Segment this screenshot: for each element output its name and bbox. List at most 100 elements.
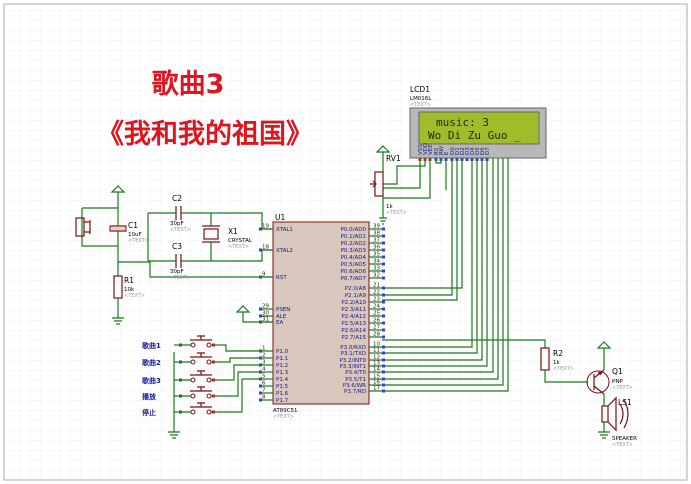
mcu-pin-number: 12 — [373, 355, 380, 361]
switch-wire — [180, 371, 262, 397]
mcu-pin-number: 29 — [262, 304, 269, 310]
r2-ref: R2 — [553, 349, 563, 358]
mcu-pin-name: P3.7/RD — [344, 389, 366, 395]
switch-wire — [180, 357, 262, 363]
mcu-pin-marker — [382, 241, 385, 245]
mcu-pin-marker — [259, 307, 262, 311]
reset-switch[interactable] — [75, 217, 91, 237]
mcu-pin-marker — [382, 276, 385, 280]
song-switch[interactable]: 歌曲3 — [142, 364, 262, 385]
mcu-pin-name: P3.3/INT1 — [339, 364, 366, 370]
song-switch[interactable]: 停止 — [142, 378, 262, 417]
mcu-pin-number: 37 — [373, 238, 380, 244]
mcu-pin-number: 3 — [262, 360, 266, 366]
mcu-pin-name: PSEN — [276, 307, 290, 313]
mcu-pin-name: P2.5/A13 — [341, 321, 366, 327]
mcu-pin-number: 2 — [262, 353, 266, 359]
ground-icon — [112, 317, 124, 325]
c1-ref: C1 — [128, 221, 138, 230]
song-switch[interactable]: 歌曲1 — [142, 335, 262, 352]
mcu-ref: U1 — [275, 213, 285, 222]
resistor-r1[interactable]: R1 10k <TEXT> — [113, 275, 145, 318]
mcu-pin-marker — [382, 300, 385, 304]
resistor-r2[interactable]: R2 1k <TEXT> — [540, 347, 588, 383]
mcu-pin-number: 38 — [373, 231, 380, 237]
lcd-pin-label: D2 — [460, 147, 466, 155]
c3-ref: C3 — [172, 242, 182, 251]
mcu-pin-number: 30 — [262, 311, 269, 317]
q1-value: PNP — [612, 379, 623, 385]
mcu-pin-marker — [382, 335, 385, 339]
mcu-pin-name: P3.5/T1 — [345, 377, 366, 383]
x1-text: <TEXT> — [228, 244, 249, 250]
switch-label: 歌曲3 — [142, 376, 161, 385]
lcd-pin-label: RS — [434, 147, 440, 155]
switch-pin-marker — [212, 343, 215, 347]
mcu-pin-name: P2.2/A10 — [341, 300, 366, 306]
lcd-pin-label: RW — [439, 145, 445, 155]
mcu-pin-name: P1.7 — [276, 398, 289, 404]
capacitor-c1[interactable]: C1 10uF <TEXT> — [109, 218, 149, 276]
mcu-pin-name: P1.0 — [276, 349, 289, 355]
mcu-pin-number: 31 — [262, 317, 269, 323]
mcu-pin-name: P2.3/A11 — [341, 307, 366, 313]
song-switch[interactable]: 播放 — [142, 371, 262, 401]
x1-ref: X1 — [228, 227, 238, 236]
lcd-ref: LCD1 — [410, 85, 430, 94]
mcu-pin-number: 26 — [373, 318, 380, 324]
r1-text: <TEXT> — [124, 293, 145, 299]
ls1-text: <TEXT> — [612, 442, 633, 448]
mcu-pin-number: 19 — [262, 224, 269, 230]
mcu-pin-number: 22 — [373, 290, 380, 296]
speaker-ls1[interactable]: LS1 SPEAKER <TEXT> — [601, 396, 637, 448]
switch-actuator — [190, 335, 212, 341]
mcu-pin-marker — [382, 377, 385, 381]
mcu-pin-name: P0.5/AD5 — [341, 262, 367, 268]
lcd-pin-label: D3 — [465, 147, 471, 155]
lcd-pin-label: D5 — [475, 147, 481, 155]
lcd-line-2: Wo Di Zu Guo _ — [428, 129, 521, 142]
crystal-x1[interactable]: X1 CRYSTAL <TEXT> — [202, 213, 253, 261]
r1-ref: R1 — [124, 276, 134, 285]
mcu-pin-marker — [382, 383, 385, 387]
mcu-pin-number: 34 — [373, 259, 380, 265]
mcu-pin-number: 21 — [373, 283, 380, 289]
mcu-pin-name: RST — [276, 275, 287, 281]
mcu-pin-name: P3.1/TXD — [341, 351, 366, 357]
mcu-pin-number: 7 — [262, 388, 266, 394]
transistor-q1[interactable]: Q1 PNP <TEXT> — [586, 367, 633, 395]
lcd-pin-label: E — [444, 151, 450, 155]
mcu-pin-number: 17 — [373, 386, 380, 392]
mcu-pin-number: 27 — [373, 325, 380, 331]
mcu-pin-name: XTAL1 — [276, 227, 293, 233]
lcd-pin-label: D1 — [455, 147, 461, 155]
microcontroller-u1[interactable]: U1 AT89C51 <TEXT> 19XTAL118XTAL29RST29PS… — [259, 213, 385, 420]
mcu-pin-number: 33 — [373, 266, 380, 272]
switch-wire — [180, 344, 262, 352]
mcu-pin-number: 15 — [373, 374, 380, 380]
mcu-pin-name: P3.0/RXD — [340, 345, 366, 351]
mcu-pin-name: P1.2 — [276, 363, 288, 369]
mcu-pin-name: XTAL2 — [276, 248, 293, 254]
mcu-pin-name: P0.1/AD1 — [341, 234, 366, 240]
switch-wire — [180, 378, 262, 413]
song-switch[interactable]: 歌曲2 — [142, 352, 262, 367]
mcu-pin-name: P3.4/T0 — [345, 370, 366, 376]
lcd-pin-marker — [465, 158, 469, 161]
rv1-ref: RV1 — [386, 154, 401, 163]
mcu-pin-name: P0.7/AD7 — [341, 276, 367, 282]
rv1-value: 1k — [386, 204, 393, 210]
mcu-pin-number: 35 — [373, 252, 380, 258]
switch-wire — [180, 364, 262, 381]
mcu-pin-marker — [382, 227, 385, 231]
mcu-pin-name: P0.0/AD0 — [341, 227, 367, 233]
mcu-pin-marker — [259, 248, 262, 252]
mcu-pin-number: 36 — [373, 245, 380, 251]
mcu-pin-marker — [382, 370, 385, 374]
mcu-pin-marker — [382, 262, 385, 266]
c3-text: <TEXT> — [170, 275, 191, 281]
mcu-pin-name: P1.1 — [276, 356, 288, 362]
switch-label: 停止 — [142, 408, 156, 417]
lcd-pin-label: D6 — [480, 147, 486, 155]
